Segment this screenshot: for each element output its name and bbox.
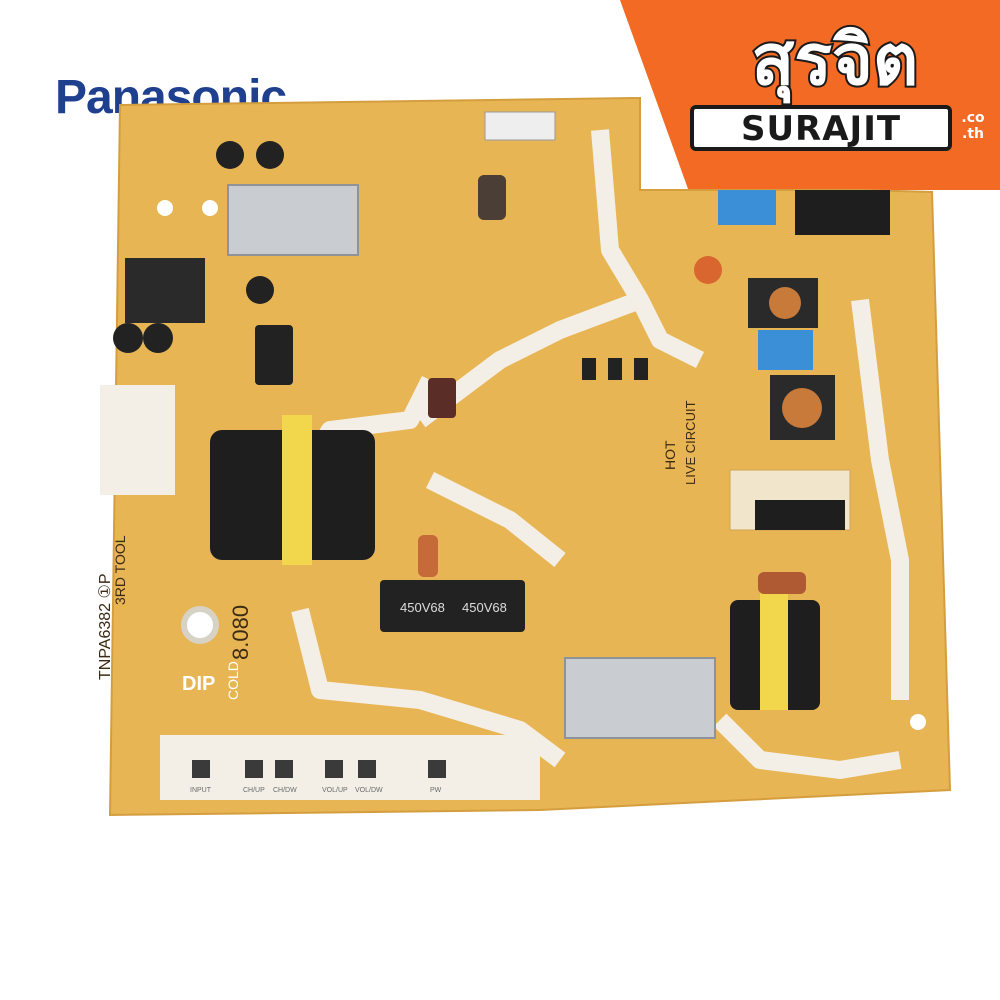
live-circuit-label: LIVE CIRCUIT: [683, 400, 698, 485]
tool-label: 3RD TOOL: [112, 535, 128, 605]
capacitor-small: [256, 141, 284, 169]
optocoupler: [582, 358, 596, 380]
tactile-button: [192, 760, 210, 778]
button-label-vol-up: VOL/UP: [322, 787, 348, 794]
shop-logo-domain: .co .th: [961, 110, 985, 142]
x-capacitor: [718, 190, 776, 225]
version-label: 8.080: [228, 605, 253, 660]
button-label-pw: PW: [430, 787, 442, 794]
shop-logo-latin-text: SURAJIT: [740, 109, 902, 149]
heatsink-top: [227, 184, 359, 256]
capacitor-marking: 450V68: [400, 600, 445, 615]
capacitor-large-1: [380, 580, 460, 632]
bridge-rectifier: [755, 500, 845, 530]
part-number-label: TNPA6382 ①P: [97, 573, 114, 680]
tactile-button: [358, 760, 376, 778]
button-label-ch-up: CH/UP: [243, 787, 265, 794]
transformer-label: [282, 415, 312, 565]
tactile-button: [428, 760, 446, 778]
capacitor-small: [113, 323, 143, 353]
mounting-hole: [202, 200, 218, 216]
board-connector: [484, 111, 556, 141]
optocoupler: [634, 358, 648, 380]
shop-logo-latin-box: SURAJIT: [690, 105, 952, 151]
cold-label: COLD: [225, 661, 241, 700]
capacitor-small: [216, 141, 244, 169]
mounting-hole: [181, 606, 219, 644]
optocoupler: [608, 358, 622, 380]
hot-label: HOT: [662, 440, 678, 470]
capacitor-small: [143, 323, 173, 353]
varistor: [694, 256, 722, 284]
film-capacitor: [758, 572, 806, 594]
choke-winding: [769, 287, 801, 319]
tactile-button: [245, 760, 263, 778]
tactile-button: [275, 760, 293, 778]
x-capacitor: [758, 330, 813, 370]
dip-label: DIP: [182, 673, 215, 695]
heatsink-bottom: [564, 657, 716, 739]
choke-winding: [782, 388, 822, 428]
button-label-ch-dw: CH/DW: [273, 787, 297, 794]
capacitor-marking: 450V68: [462, 600, 507, 615]
capacitor-large-2: [445, 580, 525, 632]
button-strip: [160, 735, 540, 800]
capacitor-upright: [255, 325, 293, 385]
film-capacitor: [418, 535, 438, 577]
button-labels: INPUT CH/UP CH/DW VOL/UP VOL/DW PW: [190, 787, 442, 794]
shop-logo-thai-text: สุรจิต: [750, 17, 921, 103]
capacitor-small: [246, 276, 274, 304]
standby-transformer-label: [760, 590, 788, 710]
inductor-core: [478, 175, 506, 220]
small-transformer: [125, 258, 205, 323]
electrolytic-capacitors: [113, 141, 525, 632]
button-label-input: INPUT: [190, 787, 212, 794]
power-connector: [795, 190, 890, 235]
mounting-hole: [910, 714, 926, 730]
shop-logo-background: [620, 0, 1000, 190]
tactile-button: [325, 760, 343, 778]
tactile-buttons: [192, 760, 446, 778]
button-label-vol-dw: VOL/DW: [355, 787, 383, 794]
silkscreen-area-left: [100, 385, 175, 495]
capacitor-brown: [428, 378, 456, 418]
mounting-hole: [157, 200, 173, 216]
